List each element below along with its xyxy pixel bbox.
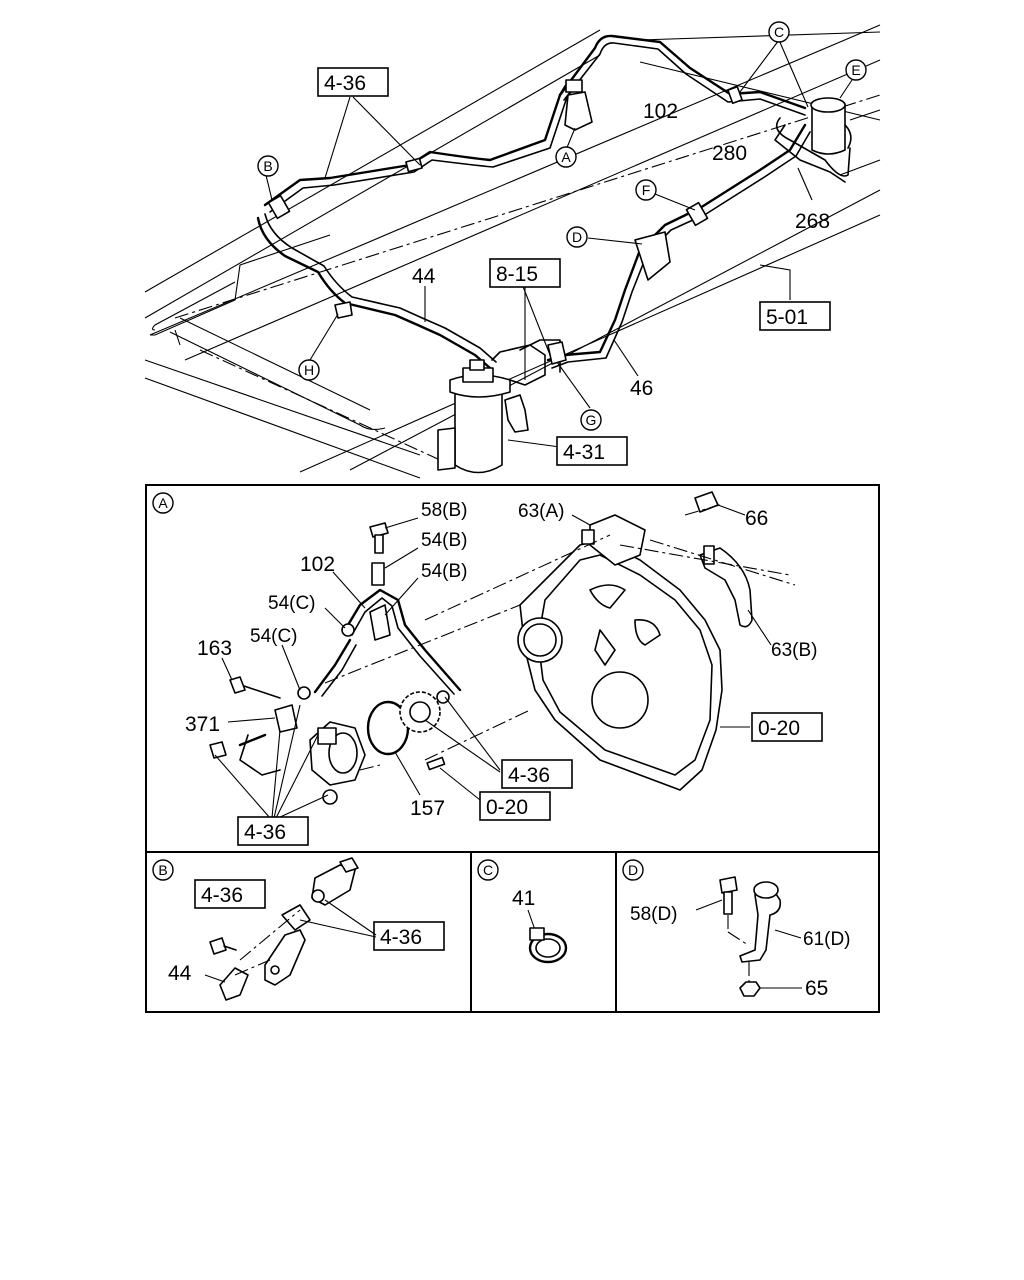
callout-c-top: [768, 21, 790, 43]
svg-text:D: D: [628, 862, 638, 878]
label-44-b: 44: [168, 962, 192, 985]
top-components: [267, 79, 852, 365]
label-65: 65: [805, 977, 828, 1000]
ref-box-4-36-b-left: [194, 879, 266, 909]
fuel-filter: [437, 359, 529, 474]
label-54b-2: 54(B): [421, 561, 467, 582]
callout-g-top: [580, 409, 602, 431]
label-66: 66: [745, 507, 768, 530]
plate-63a: [589, 514, 646, 566]
ref-box-8-15: [489, 258, 561, 288]
svg-text:B: B: [158, 862, 167, 878]
panel-b: B 4-36 4-36 44: [152, 857, 445, 1001]
label-163: 163: [197, 637, 232, 660]
gear: [399, 691, 441, 733]
panel-a: A: [152, 491, 823, 846]
svg-text:B: B: [263, 158, 272, 174]
svg-text:4-36: 4-36: [324, 72, 366, 95]
label-58d: 58(D): [630, 904, 678, 925]
top-leaders: [265, 39, 853, 448]
label-54b-1: 54(B): [421, 530, 467, 551]
label-63b: 63(B): [771, 640, 817, 661]
ref-box-5-01: [759, 301, 831, 331]
callout-e-top: [845, 59, 867, 81]
svg-text:E: E: [851, 62, 860, 78]
callout-d-top: [566, 226, 588, 248]
svg-text:C: C: [483, 862, 493, 878]
ref-box-4-36-a-bottom: [237, 816, 309, 846]
label-54c-1: 54(C): [268, 593, 316, 614]
label-102-top: 102: [643, 100, 678, 123]
svg-text:A: A: [158, 495, 168, 511]
label-54c-2: 54(C): [250, 626, 298, 647]
svg-text:4-36: 4-36: [380, 926, 422, 949]
label-46: 46: [630, 377, 653, 400]
svg-text:A: A: [561, 149, 571, 165]
label-268: 268: [795, 210, 830, 233]
svg-text:H: H: [304, 362, 314, 378]
svg-text:0-20: 0-20: [758, 717, 800, 740]
svg-text:4-36: 4-36: [508, 764, 550, 787]
panel-d-frame: [615, 851, 880, 1013]
hose-clamp: [528, 932, 568, 964]
svg-text:G: G: [586, 412, 597, 428]
label-371: 371: [185, 713, 220, 736]
callout-f-top: [635, 179, 657, 201]
label-41: 41: [512, 887, 535, 910]
label-102-a: 102: [300, 553, 335, 576]
top-callouts: B A C E F D H G: [257, 21, 867, 431]
ref-box-4-36-a-mid: [501, 759, 573, 789]
label-58b: 58(B): [421, 500, 467, 521]
panel-d: D 58(D) 61(D) 65: [622, 859, 851, 1000]
frame-rail-drawing: [144, 24, 881, 479]
svg-text:D: D: [572, 229, 582, 245]
ref-box-4-31: [556, 436, 628, 466]
ref-box-0-20-a-right: [751, 712, 823, 742]
svg-text:4-36: 4-36: [244, 821, 286, 844]
svg-text:0-20: 0-20: [486, 796, 528, 819]
callout-b-top: [257, 155, 279, 177]
label-280: 280: [712, 142, 747, 165]
svg-text:C: C: [774, 24, 784, 40]
callout-a-top: [555, 146, 577, 168]
top-labels: 4-36 102 280 268 44 8-15 5-01 46 4-31: [317, 67, 831, 466]
callout-h-top: [298, 359, 320, 381]
label-61d: 61(D): [803, 929, 851, 950]
svg-text:5-01: 5-01: [766, 306, 808, 329]
panel-c: C 41: [477, 859, 568, 964]
label-44-top: 44: [412, 265, 436, 288]
label-157: 157: [410, 797, 445, 820]
ref-box-4-36-b-right: [373, 921, 445, 951]
svg-text:F: F: [642, 182, 651, 198]
ref-box-0-20-a-mid: [479, 791, 551, 821]
svg-text:4-31: 4-31: [563, 441, 605, 464]
ref-box-4-36-top: [317, 67, 389, 97]
flywheel-housing: [519, 539, 723, 791]
panel-a-leaders: [214, 504, 772, 819]
svg-text:4-36: 4-36: [201, 884, 243, 907]
svg-text:8-15: 8-15: [496, 263, 538, 286]
label-63a: 63(A): [518, 501, 564, 522]
